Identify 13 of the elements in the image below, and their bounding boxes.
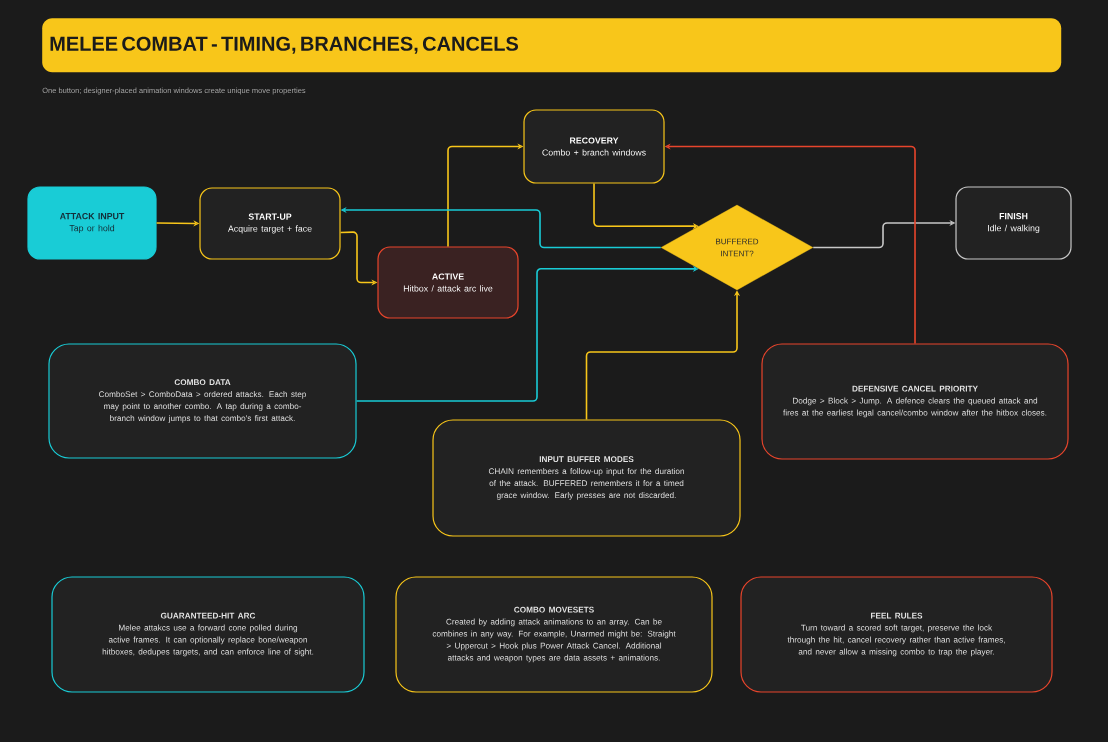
process-box: ACTIVE Hitbox / attack arc live	[377, 246, 519, 319]
note-card: FEEL RULES Turn toward a scored soft target, preserve the lock through the hit, cancel recovery rather than active frames, and never allow a missing combo to trap the player.	[740, 576, 1053, 693]
note-card: DEFENSIVE CANCEL PRIORITY Dodge > Block > Jump. A defence clears the queued attack and fires at the earliest legal cancel/combo window after the hitbox closes.	[761, 343, 1069, 460]
input-box: ATTACK INPUT Tap or hold	[27, 186, 157, 260]
note-card: INPUT BUFFER MODES CHAIN remembers a follow-up input for the duration of the attack. BUFFERED remembers it for a timed grace window. Early presses are not discarded.	[432, 419, 741, 537]
process-box: START-UP Acquire target + face	[199, 187, 341, 260]
process-box: RECOVERY Combo + branch windows	[523, 109, 665, 184]
note-card: COMBO MOVESETS Created by adding attack animations to an array. Can be combines in any way. For example, Unarmed might be: Straight > Uppercut > Hook plus Power Attack Cancel. Additional attacks and weapon types are data assets + animations.	[395, 576, 713, 693]
title-banner: MELEE COMBAT - TIMING, BRANCHES, CANCELS	[42, 18, 1062, 73]
note-card: GUARANTEED-HIT ARC Melee attakcs use a forward cone polled during active frames. It can optionally replace bone/weapon hitboxes, dedupes targets, and can enforce line of sight.	[51, 576, 365, 693]
process-box: FINISH Idle / walking	[955, 186, 1072, 260]
note-card: COMBO DATA ComboSet > ComboData > ordered attacks. Each step may point to another combo. A tap during a combo-branch window jumps to that combo's first attack.	[48, 343, 357, 459]
arrow	[355, 265, 699, 402]
